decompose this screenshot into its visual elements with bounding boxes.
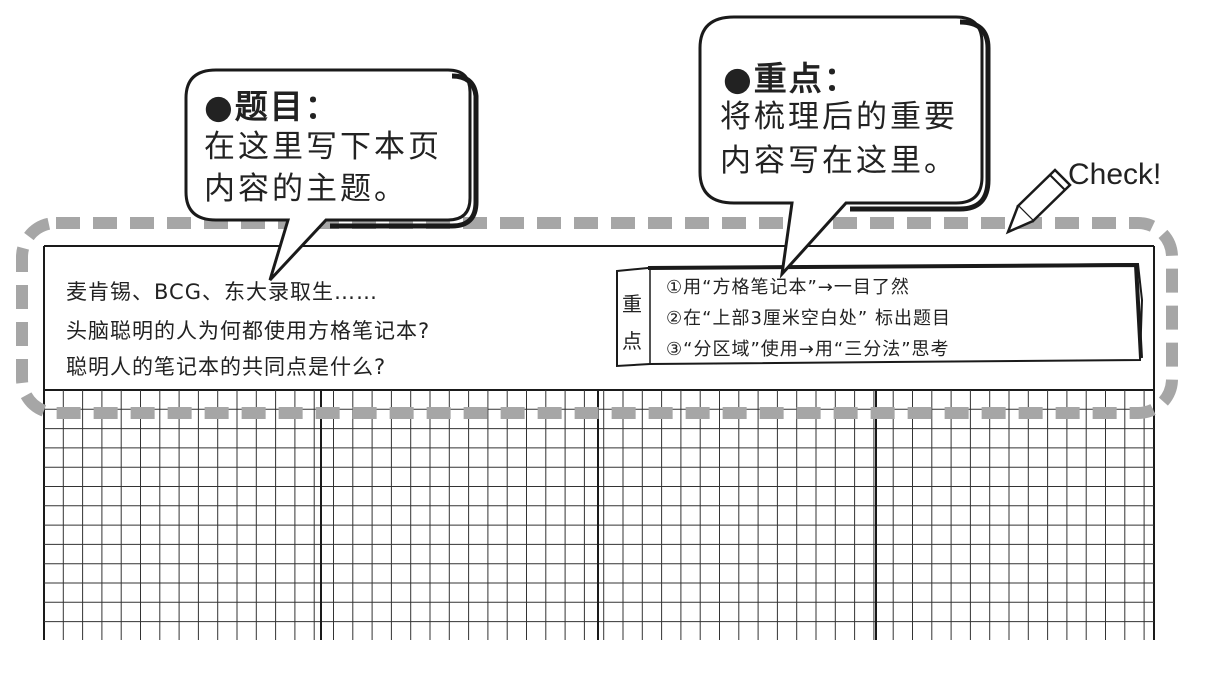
key-points-side-label: 重 (622, 292, 642, 316)
title-bubble-line: 在这里写下本页 (204, 129, 442, 165)
key-points-box (616, 262, 1144, 368)
key-point-item: ②在“上部3厘米空白处” 标出题目 (666, 308, 951, 329)
key-bubble-line: 将梳理后的重要 (720, 99, 958, 135)
key-point-item: ①用“方格笔记本”→一目了然 (666, 277, 910, 298)
grid-area (44, 390, 1154, 640)
key-point-item: ③“分区域”使用→用“三分法”思考 (666, 339, 950, 360)
check-label: Check! (1068, 158, 1162, 191)
question-line: 头脑聪明的人为何都使用方格笔记本? (66, 319, 431, 343)
question-line: 麦肯锡、BCG、东大录取生…… (66, 280, 378, 304)
key-points-side-label: 点 (622, 329, 642, 353)
question-line: 聪明人的笔记本的共同点是什么? (66, 355, 387, 379)
title-bubble-heading: ●题目： (204, 87, 340, 126)
title-speech-bubble (184, 68, 479, 282)
key-bubble-heading: ●重点： (723, 59, 859, 98)
key-point-speech-bubble (698, 15, 991, 279)
title-bubble-line: 内容的主题。 (204, 171, 408, 207)
header-dashed-frame (16, 217, 1178, 419)
pencil-icon (1005, 168, 1072, 235)
key-bubble-line: 内容写在这里。 (720, 143, 958, 179)
